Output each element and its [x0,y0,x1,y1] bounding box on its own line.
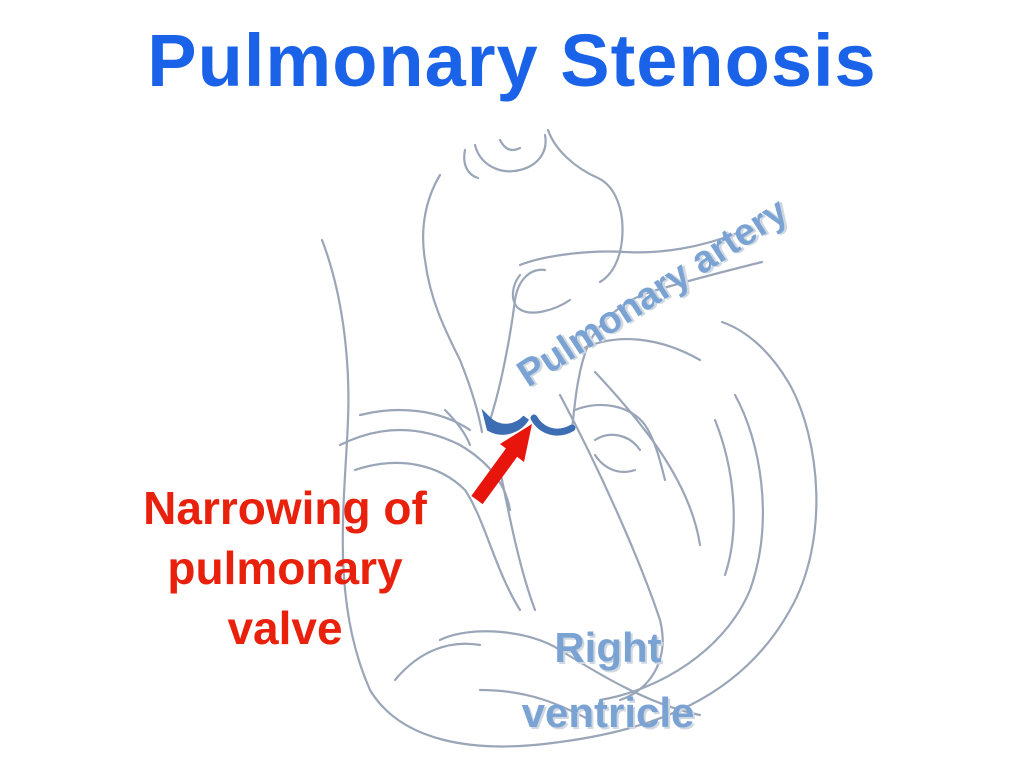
arrow-icon [471,424,532,505]
ventricle-label: ventricle [522,689,695,736]
narrowing-label-line3: valve [227,602,343,654]
valve-leaflet-right [530,414,576,436]
pulmonary-artery-label: Pulmonary artery [510,190,795,395]
page-title: Pulmonary Stenosis [147,19,877,102]
narrowing-label: Narrowing of pulmonary valve [60,478,510,658]
narrowing-label-line2: pulmonary [167,542,403,594]
right-label-shadow: Right [556,626,663,673]
right-label: Right [554,624,661,671]
heart-outline [320,128,818,748]
ventricle-label-shadow: ventricle [524,691,697,738]
valve-leaflet-left [481,408,529,435]
narrowing-label-line1: Narrowing of [143,482,427,534]
